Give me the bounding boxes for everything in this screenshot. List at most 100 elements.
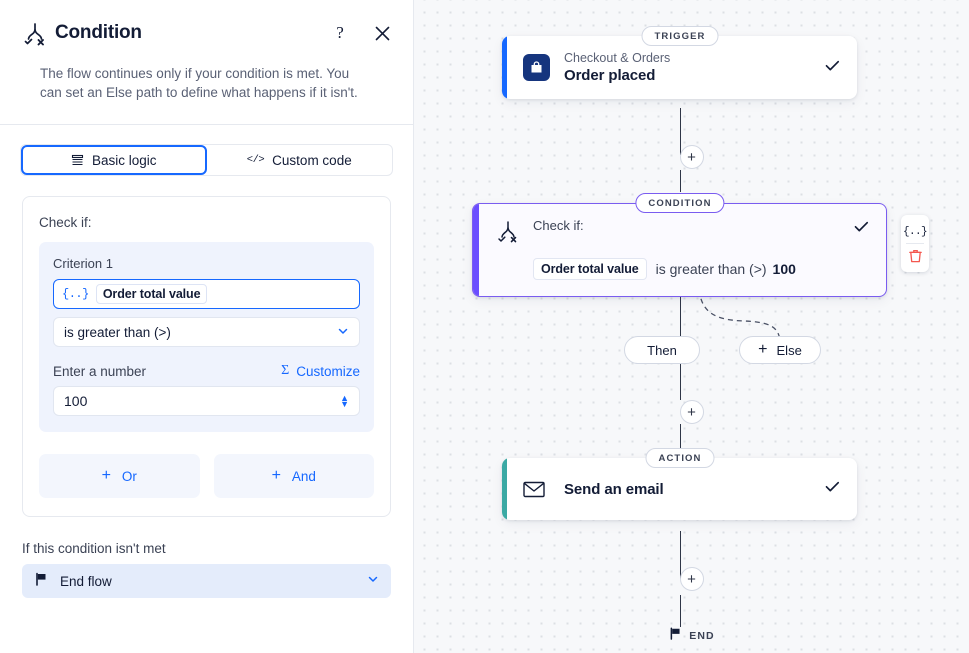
condition-value: 100 bbox=[772, 261, 796, 277]
check-icon bbox=[824, 57, 841, 79]
page-title: Condition bbox=[55, 22, 142, 43]
trigger-subtitle: Checkout & Orders bbox=[564, 51, 671, 65]
connector-line bbox=[680, 288, 681, 336]
criterion-title: Criterion 1 bbox=[53, 256, 113, 271]
operator-select-value: is greater than (>) bbox=[64, 324, 171, 340]
not-met-label: If this condition isn't met bbox=[22, 541, 166, 556]
trigger-title: Order placed bbox=[564, 67, 656, 84]
trigger-badge: TRIGGER bbox=[641, 26, 719, 46]
code-icon[interactable]: {..} bbox=[902, 225, 928, 238]
number-input-value: 100 bbox=[64, 393, 88, 409]
plus-icon: + bbox=[271, 467, 281, 484]
criterion-1-group: Criterion 1 {..} Order total value is gr… bbox=[39, 242, 374, 432]
else-action-select[interactable]: End flow bbox=[22, 564, 391, 598]
quantity-stepper[interactable]: ▲ ▼ bbox=[340, 393, 349, 409]
end-label: END bbox=[689, 630, 715, 642]
number-input-label: Enter a number bbox=[53, 363, 147, 379]
condition-node-header: Check if: bbox=[495, 218, 870, 249]
condition-expression-row: Order total value is greater than (>) 10… bbox=[533, 258, 870, 280]
tab-custom-code-label: Custom code bbox=[272, 152, 352, 168]
connector-line bbox=[680, 424, 681, 456]
branch-else-label: Else bbox=[776, 342, 802, 358]
flag-icon bbox=[668, 627, 681, 645]
flow-canvas-inner: TRIGGER Checkout & Orders Order placed bbox=[414, 0, 969, 653]
condition-side-panel: Condition ? The flow continues only if y… bbox=[0, 0, 414, 653]
check-if-label: Check if: bbox=[39, 215, 92, 230]
chevron-down-icon bbox=[337, 325, 349, 340]
add-and-label: And bbox=[291, 468, 316, 484]
flag-icon bbox=[34, 572, 48, 591]
chevron-down-icon bbox=[367, 572, 379, 590]
condition-field-chip: Order total value bbox=[533, 258, 647, 280]
condition-node-toolbar: {..} bbox=[901, 215, 929, 272]
action-node[interactable]: Send an email bbox=[502, 458, 857, 520]
connector-line bbox=[680, 531, 681, 579]
add-step-button[interactable]: + bbox=[679, 567, 704, 591]
criterion-field-input[interactable]: {..} Order total value bbox=[53, 279, 360, 309]
shopping-bag-icon bbox=[523, 54, 550, 81]
end-marker: END bbox=[668, 627, 714, 645]
connector-line bbox=[680, 108, 681, 155]
customize-label: Customize bbox=[296, 363, 360, 379]
panel-title-row: Condition ? bbox=[20, 16, 393, 50]
add-or-button[interactable]: + Or bbox=[39, 454, 200, 498]
stepper-up-icon[interactable]: ▲ bbox=[340, 393, 349, 403]
connector-line bbox=[680, 170, 681, 192]
trigger-accent-bar bbox=[502, 36, 507, 99]
condition-node[interactable]: Check if: Order total value is greater t… bbox=[472, 203, 887, 297]
operator-select[interactable]: is greater than (>) bbox=[53, 317, 360, 347]
check-icon bbox=[853, 218, 870, 240]
customize-button[interactable]: Σ Customize bbox=[281, 363, 360, 379]
number-input[interactable]: 100 ▲ ▼ bbox=[53, 386, 360, 416]
connector-line bbox=[680, 595, 681, 627]
action-accent-bar bbox=[502, 458, 507, 520]
condition-branch-icon bbox=[495, 218, 525, 249]
trigger-node[interactable]: Checkout & Orders Order placed bbox=[502, 36, 857, 99]
condition-operator-label: is greater than (>) bbox=[655, 261, 767, 277]
tab-custom-code[interactable]: </> Custom code bbox=[207, 145, 393, 175]
list-lines-icon bbox=[71, 154, 84, 167]
trigger-node-body: Checkout & Orders Order placed bbox=[507, 36, 857, 99]
trash-icon[interactable] bbox=[901, 244, 929, 267]
number-label-row: Enter a number Σ Customize bbox=[53, 363, 360, 379]
sigma-icon: Σ bbox=[281, 363, 290, 378]
tab-basic-logic[interactable]: Basic logic bbox=[21, 145, 207, 175]
criterion-token-chip: Order total value bbox=[95, 284, 208, 304]
condition-badge: CONDITION bbox=[635, 193, 725, 213]
panel-header-actions: ? bbox=[329, 22, 393, 44]
condition-branch-icon bbox=[20, 19, 50, 47]
add-criterion-buttons: + Or + And bbox=[39, 454, 374, 498]
trigger-node-texts: Checkout & Orders Order placed bbox=[564, 50, 670, 85]
branch-then-label: Then bbox=[647, 342, 677, 358]
action-node-body: Send an email bbox=[507, 458, 857, 520]
condition-check-if-label: Check if: bbox=[533, 218, 584, 233]
help-icon[interactable]: ? bbox=[329, 22, 351, 44]
code-brackets-icon: </> bbox=[246, 154, 265, 166]
tab-basic-logic-label: Basic logic bbox=[91, 152, 157, 168]
close-icon[interactable] bbox=[371, 22, 393, 44]
add-or-label: Or bbox=[121, 468, 137, 484]
branch-else-button[interactable]: + Else bbox=[739, 336, 821, 364]
action-title: Send an email bbox=[564, 480, 664, 498]
code-value-icon: {..} bbox=[62, 287, 89, 301]
plus-icon: + bbox=[758, 341, 768, 358]
branch-then-button[interactable]: Then bbox=[624, 336, 700, 364]
add-and-button[interactable]: + And bbox=[213, 454, 374, 498]
condition-node-body: Check if: Order total value is greater t… bbox=[479, 204, 886, 296]
check-icon bbox=[824, 478, 841, 500]
else-action-label: End flow bbox=[60, 573, 112, 589]
plus-icon: + bbox=[101, 467, 111, 484]
panel-header: Condition ? The flow continues only if y… bbox=[0, 0, 413, 102]
panel-description: The flow continues only if your conditio… bbox=[40, 66, 358, 100]
header-divider bbox=[0, 124, 413, 125]
envelope-icon bbox=[523, 481, 550, 498]
add-step-button[interactable]: + bbox=[679, 145, 704, 169]
flow-canvas[interactable]: TRIGGER Checkout & Orders Order placed bbox=[414, 0, 969, 653]
action-badge: ACTION bbox=[645, 448, 715, 468]
stepper-down-icon[interactable]: ▼ bbox=[340, 399, 349, 409]
condition-accent-bar bbox=[473, 204, 479, 296]
add-step-button[interactable]: + bbox=[679, 400, 704, 424]
mode-tabs: Basic logic </> Custom code bbox=[20, 144, 393, 176]
toolbar-divider bbox=[906, 243, 924, 244]
